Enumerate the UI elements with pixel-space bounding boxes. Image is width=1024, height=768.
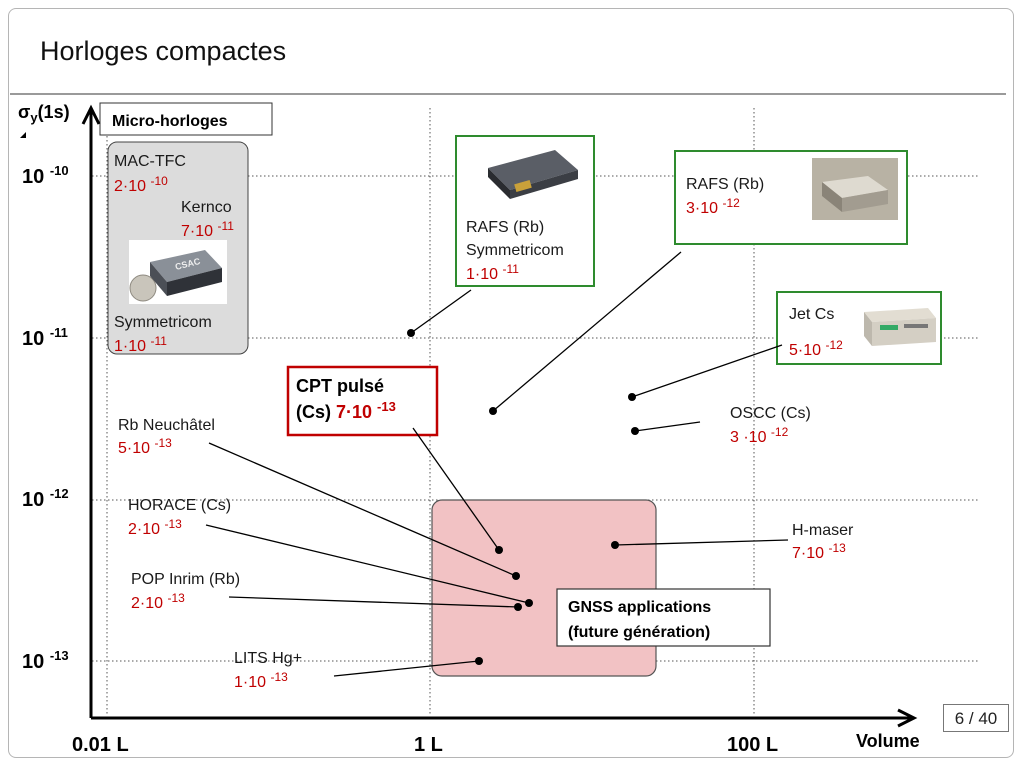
rafs-rb-label: RAFS (Rb) [686, 176, 764, 193]
horace-value: 2·10 -13 [128, 517, 182, 538]
rafs-symmetricom-label1: RAFS (Rb) [466, 219, 544, 236]
rb-neuchatel-value: 5·10 -13 [118, 436, 172, 457]
lits-value: 1·10 -13 [234, 670, 288, 691]
rafs-rb-image [812, 158, 898, 220]
y-axis-arrow [81, 104, 101, 125]
y-axis-label-marker [20, 132, 26, 138]
jet-cs-box: Jet Cs 5·10 -12 [776, 291, 942, 365]
gnss-label-box: GNSS applications (future génération) [556, 588, 771, 647]
y-tick-1e-13: 10 -13 [22, 648, 69, 673]
h-maser-label: H-maser [792, 522, 854, 539]
rafs-symmetricom-label2: Symmetricom [466, 242, 564, 259]
pop-inrim-value: 2·10 -13 [131, 591, 185, 612]
micro-value-symmetricom: 1·10 -11 [114, 334, 167, 355]
jet-cs-label: Jet Cs [789, 306, 834, 323]
leader-rafs-rb [492, 251, 682, 412]
x-axis-label: Volume [856, 731, 920, 751]
micro-clocks-title: Micro-horloges [112, 113, 228, 130]
oscc-value: 3 ·10 -12 [730, 425, 789, 446]
leader-jet-cs [631, 344, 783, 398]
y-tick-1e-10: 10 -10 [22, 163, 69, 188]
leader-rafs-symmetricom [410, 289, 472, 334]
title-divider [10, 93, 1006, 95]
slide-title: Horloges compactes [40, 36, 287, 66]
micro-label-mac-tfc: MAC-TFC [114, 153, 186, 170]
horace-label: HORACE (Cs) [128, 497, 231, 514]
leader-cpt-pulse [412, 427, 500, 551]
rafs-symmetricom-image [488, 150, 578, 199]
leader-h-maser [614, 539, 789, 546]
jet-cs-value: 5·10 -12 [789, 338, 843, 359]
cpt-pulse-line2-label: (Cs) [296, 402, 336, 422]
micro-value-mac-tfc-base: 2·10 [114, 178, 150, 195]
data-points [407, 329, 639, 665]
pop-inrim-label: POP Inrim (Rb) [131, 571, 240, 588]
rafs-symmetricom-value: 1·10 -11 [466, 262, 519, 283]
point-rafs-rb [489, 407, 497, 415]
gnss-line1: GNSS applications [568, 599, 711, 616]
cpt-pulse-line1: CPT pulsé [296, 376, 384, 396]
cpt-pulse-value: 7·10 [336, 402, 377, 422]
leader-oscc [634, 421, 701, 432]
micro-value-mac-tfc-exp: -10 [150, 174, 168, 188]
point-horace [525, 599, 533, 607]
point-rafs-symmetricom [407, 329, 415, 337]
y-tick-1e-11: 10 -11 [22, 325, 68, 350]
point-pop-inrim [514, 603, 522, 611]
oscc-label: OSCC (Cs) [730, 405, 811, 422]
y-tick-1e-12: 10 -12 [22, 486, 69, 511]
lits-label: LITS Hg+ [234, 650, 302, 667]
point-cpt-pulse [495, 546, 503, 554]
rb-neuchatel-label: Rb Neuchâtel [118, 417, 215, 434]
axes [81, 104, 918, 728]
rafs-rb-box: RAFS (Rb) 3·10 -12 [674, 150, 908, 245]
rafs-symmetricom-box: RAFS (Rb) Symmetricom 1·10 -11 [455, 135, 595, 287]
h-maser-value: 7·10 -13 [792, 541, 846, 562]
x-tick-0.01L: 0.01 L [72, 734, 129, 756]
rafs-rb-value: 3·10 -12 [686, 196, 740, 217]
cpt-pulse-line2: (Cs) 7·10 -13 [296, 399, 396, 422]
x-axis-arrow [897, 708, 918, 728]
micro-label-symmetricom: Symmetricom [114, 314, 212, 331]
micro-value-kernco: 7·10 -11 [181, 219, 234, 240]
leader-horace [205, 524, 530, 604]
point-h-maser [611, 541, 619, 549]
jet-cs-image [864, 308, 936, 346]
y-axis-label: σy(1s) [18, 102, 70, 125]
point-rb-neuchatel [512, 572, 520, 580]
leader-pop-inrim [228, 596, 519, 608]
micro-label-kernco: Kernco [181, 199, 232, 216]
x-tick-1L: 1 L [414, 734, 443, 756]
leader-lines [205, 251, 789, 677]
point-oscc [631, 427, 639, 435]
leader-lits [333, 660, 480, 677]
point-lits [475, 657, 483, 665]
cpt-pulse-box: CPT pulsé (Cs) 7·10 -13 [286, 365, 439, 437]
leader-rb-neuchatel [208, 442, 517, 577]
micro-clocks-title-box [99, 102, 273, 136]
micro-value-mac-tfc: 2·10 -10 [114, 174, 168, 195]
csac-device-image: CSAC [129, 240, 227, 304]
page-number: 6 / 40 [943, 704, 1009, 732]
x-tick-100L: 100 L [727, 734, 778, 756]
gnss-line2: (future génération) [568, 624, 710, 641]
point-jet-cs [628, 393, 636, 401]
